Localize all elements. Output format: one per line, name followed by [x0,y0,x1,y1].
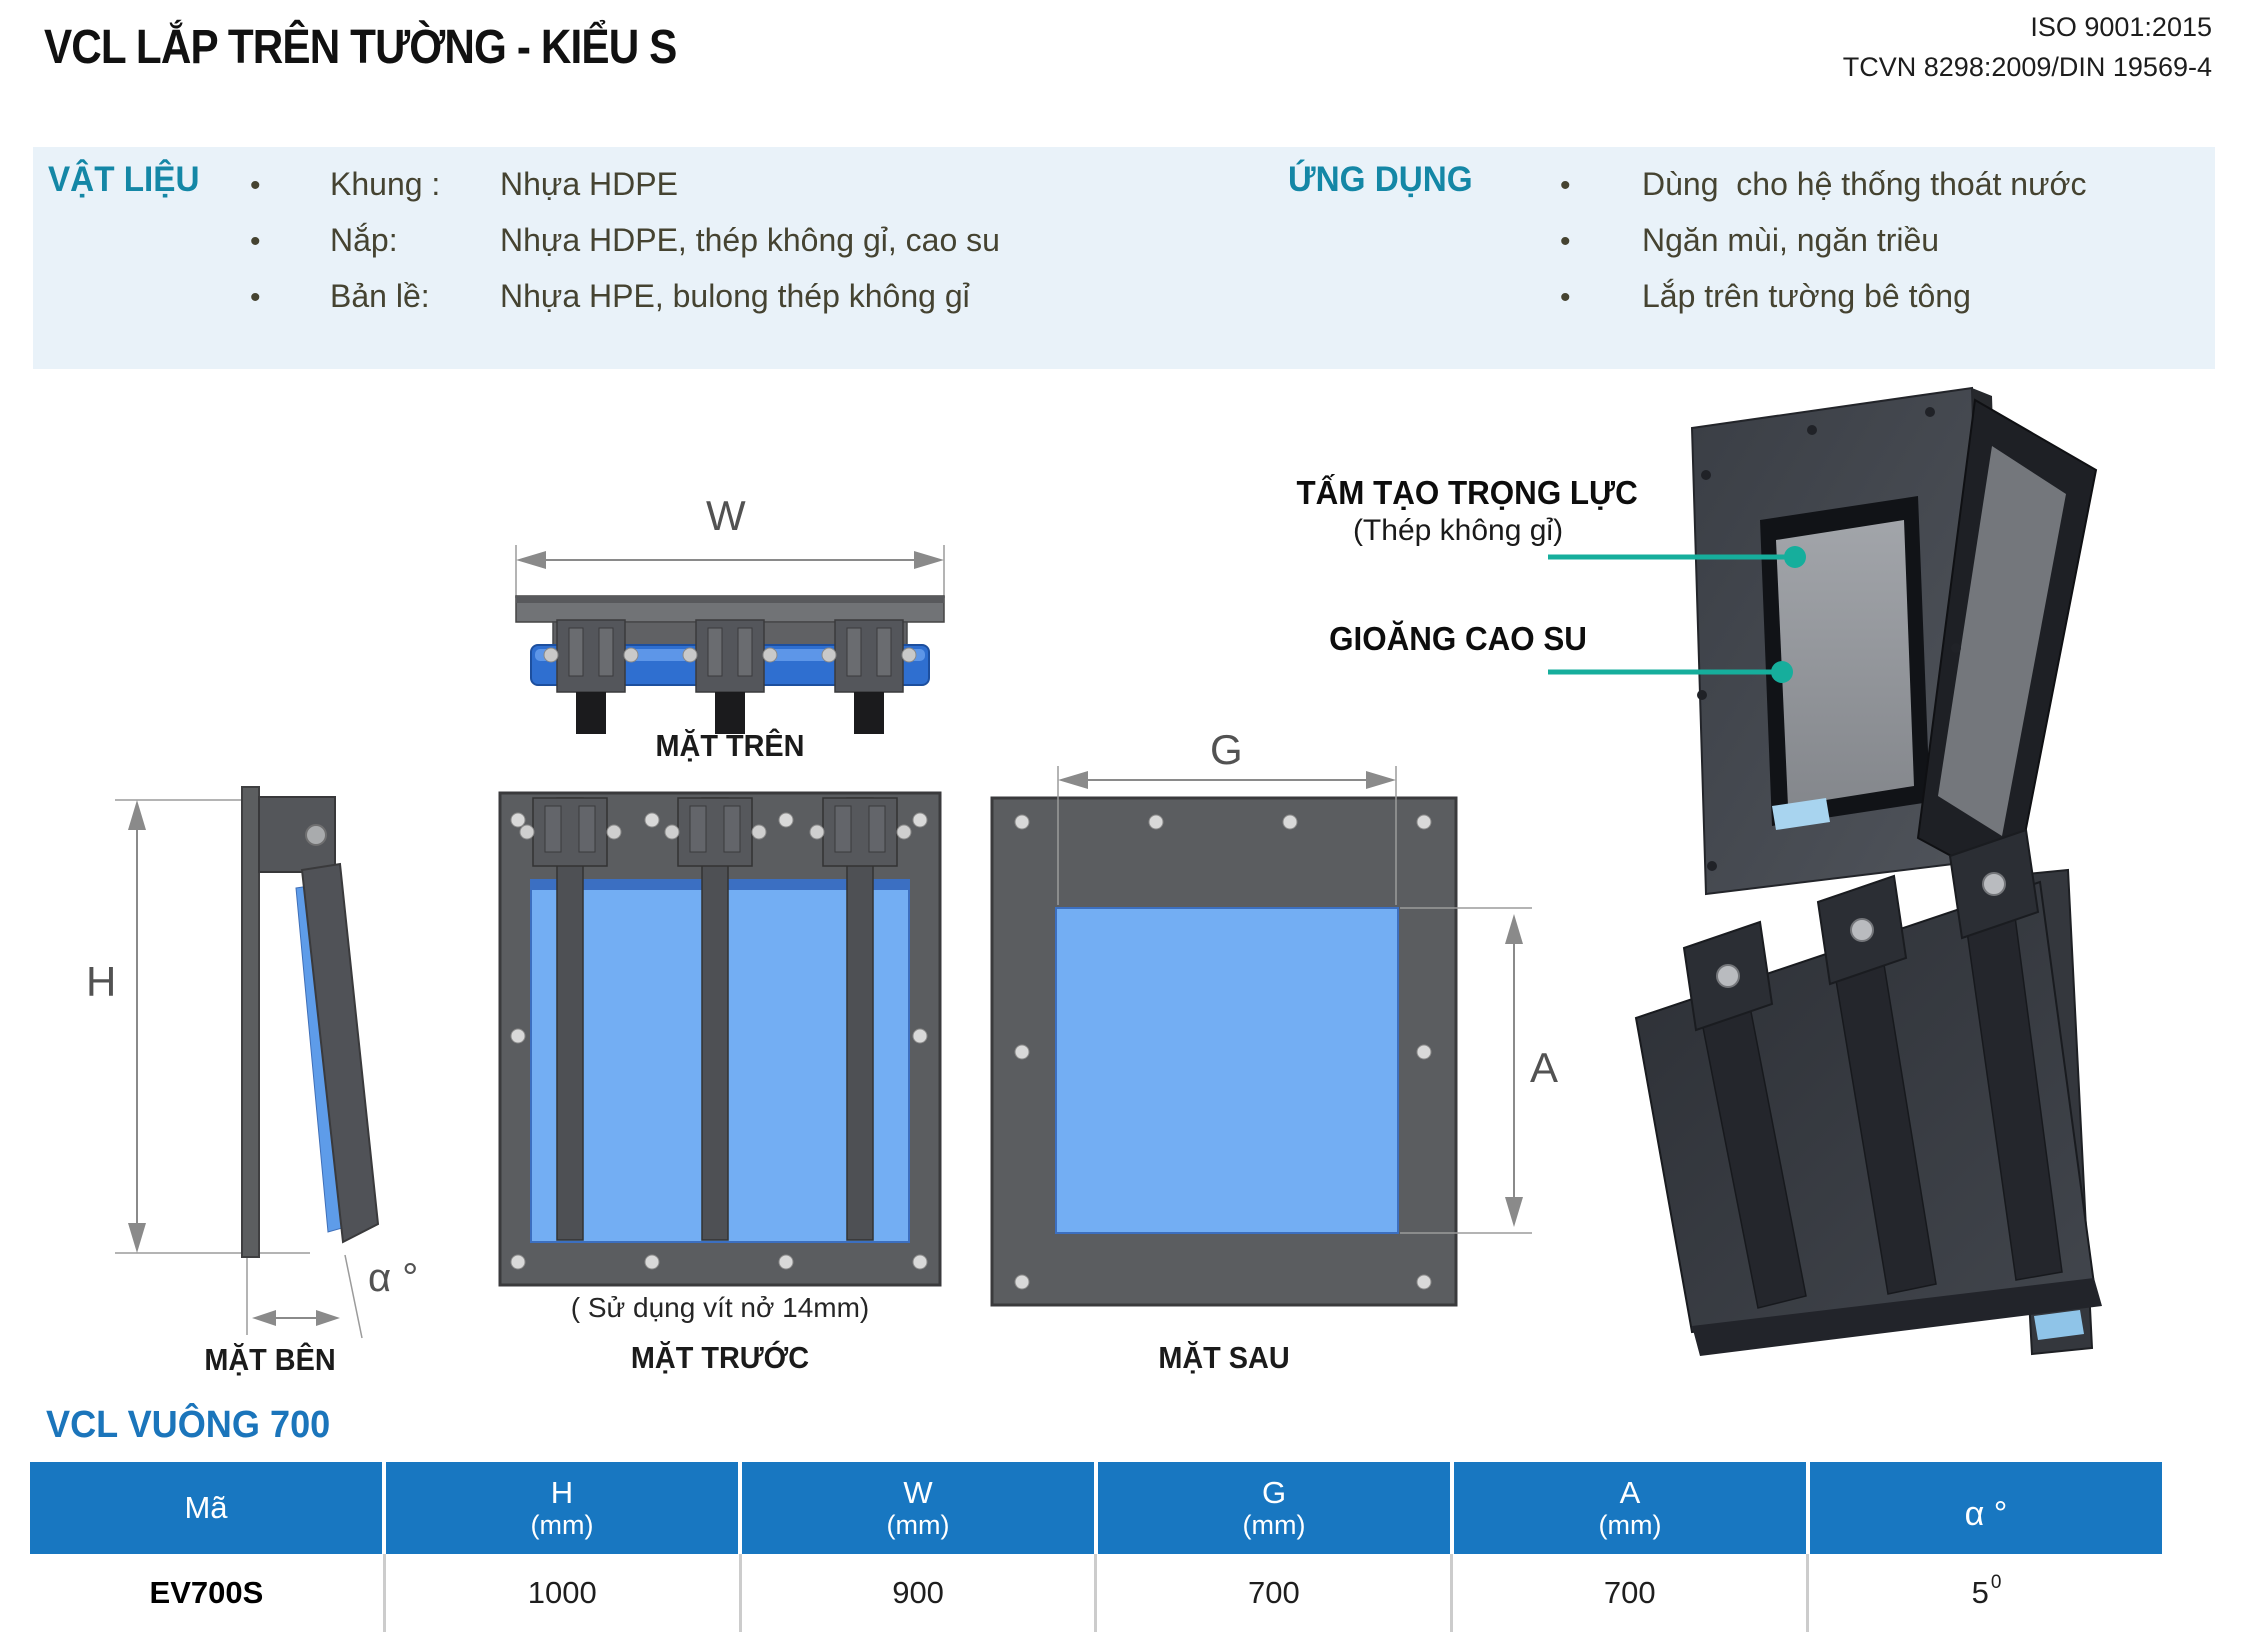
callout-weight-plate-title: TẤM TẠO TRỌNG LỰC [1296,474,1638,511]
material-label: Bản lề: [330,278,430,314]
dim-label-g: G [1210,726,1243,773]
callout-rubber-gasket: GIOĂNG CAO SU [1329,620,1587,657]
column-header-ma: Mã [30,1462,386,1554]
back-blue-opening [1055,907,1399,1234]
spec-table-header: Mã H (mm) W (mm) G (mm) A (mm) α ° [30,1462,2162,1554]
bullet-icon: • [1560,225,1571,258]
column-header-alpha: α ° [1810,1462,2162,1554]
leader-dot [1784,546,1806,568]
top-view-drawing [515,545,945,734]
material-label: Khung : [330,166,441,202]
caption-front-view: MẶT TRƯỚC [630,1340,810,1375]
hinge-assembly [682,619,778,734]
render-tilted-valve [1634,828,2102,1356]
material-value: Nhựa HDPE [500,166,678,202]
cell-w: 900 [742,1554,1098,1632]
back-screws [1014,814,1432,1290]
dim-label-h: H [86,958,117,1005]
bullet-icon: • [250,169,261,202]
material-label: Nắp: [330,222,398,258]
caption-top-view: MẶT TRÊN [655,728,805,763]
caption-side-view: MẶT BÊN [204,1342,336,1377]
dim-label-alpha: α ° [368,1256,419,1300]
hinge-assembly [543,619,639,734]
callout-weight-plate-sub: (Thép không gỉ) [1352,514,1564,547]
cell-g: 700 [1097,1554,1454,1632]
front-view-drawing [498,791,942,1287]
leader-dot [1771,661,1793,683]
application-item: Ngăn mùi, ngăn triều [1642,222,1940,258]
column-header-a: A (mm) [1454,1462,1810,1554]
bullet-icon: • [250,225,261,258]
material-value: Nhựa HPE, bulong thép không gỉ [500,278,970,314]
dim-label-w: W [706,492,746,539]
weight-plate [1776,520,1914,806]
front-screws [510,812,928,1270]
table-section-title: VCL VUÔNG 700 [46,1404,331,1446]
render-open-valve [1548,386,2098,896]
cell-a: 700 [1453,1554,1810,1632]
info-band [33,147,2215,369]
cert-iso: ISO 9001:2015 [2030,12,2212,42]
page-title: VCL LẮP TRÊN TƯỜNG - KIỂU S [44,21,677,74]
cell-h: 1000 [386,1554,742,1632]
front-view-note: ( Sử dụng vít nở 14mm) [570,1292,870,1323]
dim-label-a: A [1530,1044,1559,1091]
cell-code: EV700S [30,1554,386,1632]
material-value: Nhựa HDPE, thép không gỉ, cao su [500,222,1000,258]
column-header-h: H (mm) [386,1462,742,1554]
materials-heading: VẬT LIỆU [48,160,200,199]
application-item: Dùng cho hệ thống thoát nước [1642,166,2087,202]
column-header-g: G (mm) [1098,1462,1454,1554]
wall-frame-bar [241,786,260,1258]
bullet-icon: • [250,281,261,314]
application-item: Lắp trên tường bê tông [1642,278,1971,314]
side-flap [300,862,380,1244]
cert-tcvn: TCVN 8298:2009/DIN 19569-4 [1842,52,2212,82]
caption-back-view: MẶT SAU [1158,1340,1290,1375]
bullet-icon: • [1560,281,1571,314]
column-header-w: W (mm) [742,1462,1098,1554]
spec-table: Mã H (mm) W (mm) G (mm) A (mm) α ° [30,1462,2162,1632]
front-hinge-straps [519,797,912,1241]
bullet-icon: • [1560,169,1571,202]
hinge-assembly [821,619,917,734]
back-view-drawing [990,766,1532,1307]
side-view-drawing [115,786,380,1339]
applications-heading: ỨNG DỤNG [1288,160,1473,199]
